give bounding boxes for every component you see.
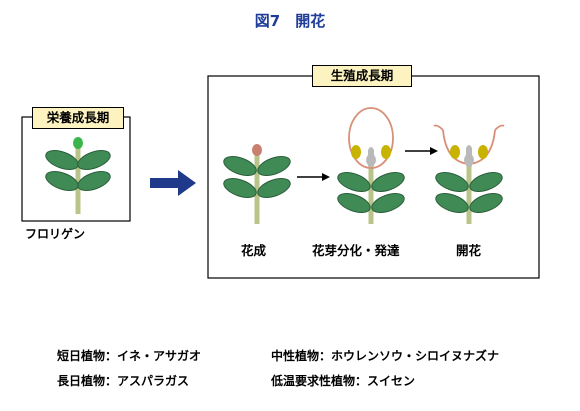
vegetative-stage-label: 栄養成長期 — [32, 107, 124, 129]
stage-label-floral-induction: 花成 — [241, 243, 267, 258]
step-arrow-1 — [297, 173, 330, 181]
plant-vegetative — [45, 137, 111, 214]
stage-label-flowering: 開花 — [456, 243, 482, 258]
note-day-neutral-plants: 中性植物：ホウレンソウ・シロイヌナズナ — [271, 349, 500, 363]
florigen-label: フロリゲン — [25, 227, 86, 241]
stage-label-bud-development: 花芽分化・発達 — [312, 243, 400, 258]
plant-bud-development — [337, 107, 405, 224]
note-long-day-plants: 長日植物：アスパラガス — [57, 374, 190, 388]
plant-open-flower — [433, 124, 505, 224]
florigen-bud — [73, 137, 83, 149]
reproductive-stage-label: 生殖成長期 — [312, 65, 412, 87]
figure-title: 図7 開花 — [254, 12, 326, 30]
step-arrow-2 — [405, 147, 438, 155]
note-vernalization-plants: 低温要求性植物：スイセン — [271, 374, 416, 388]
main-arrow — [150, 170, 196, 196]
note-short-day-plants: 短日植物：イネ・アサガオ — [57, 349, 202, 363]
plant-floral-induction — [223, 144, 291, 224]
